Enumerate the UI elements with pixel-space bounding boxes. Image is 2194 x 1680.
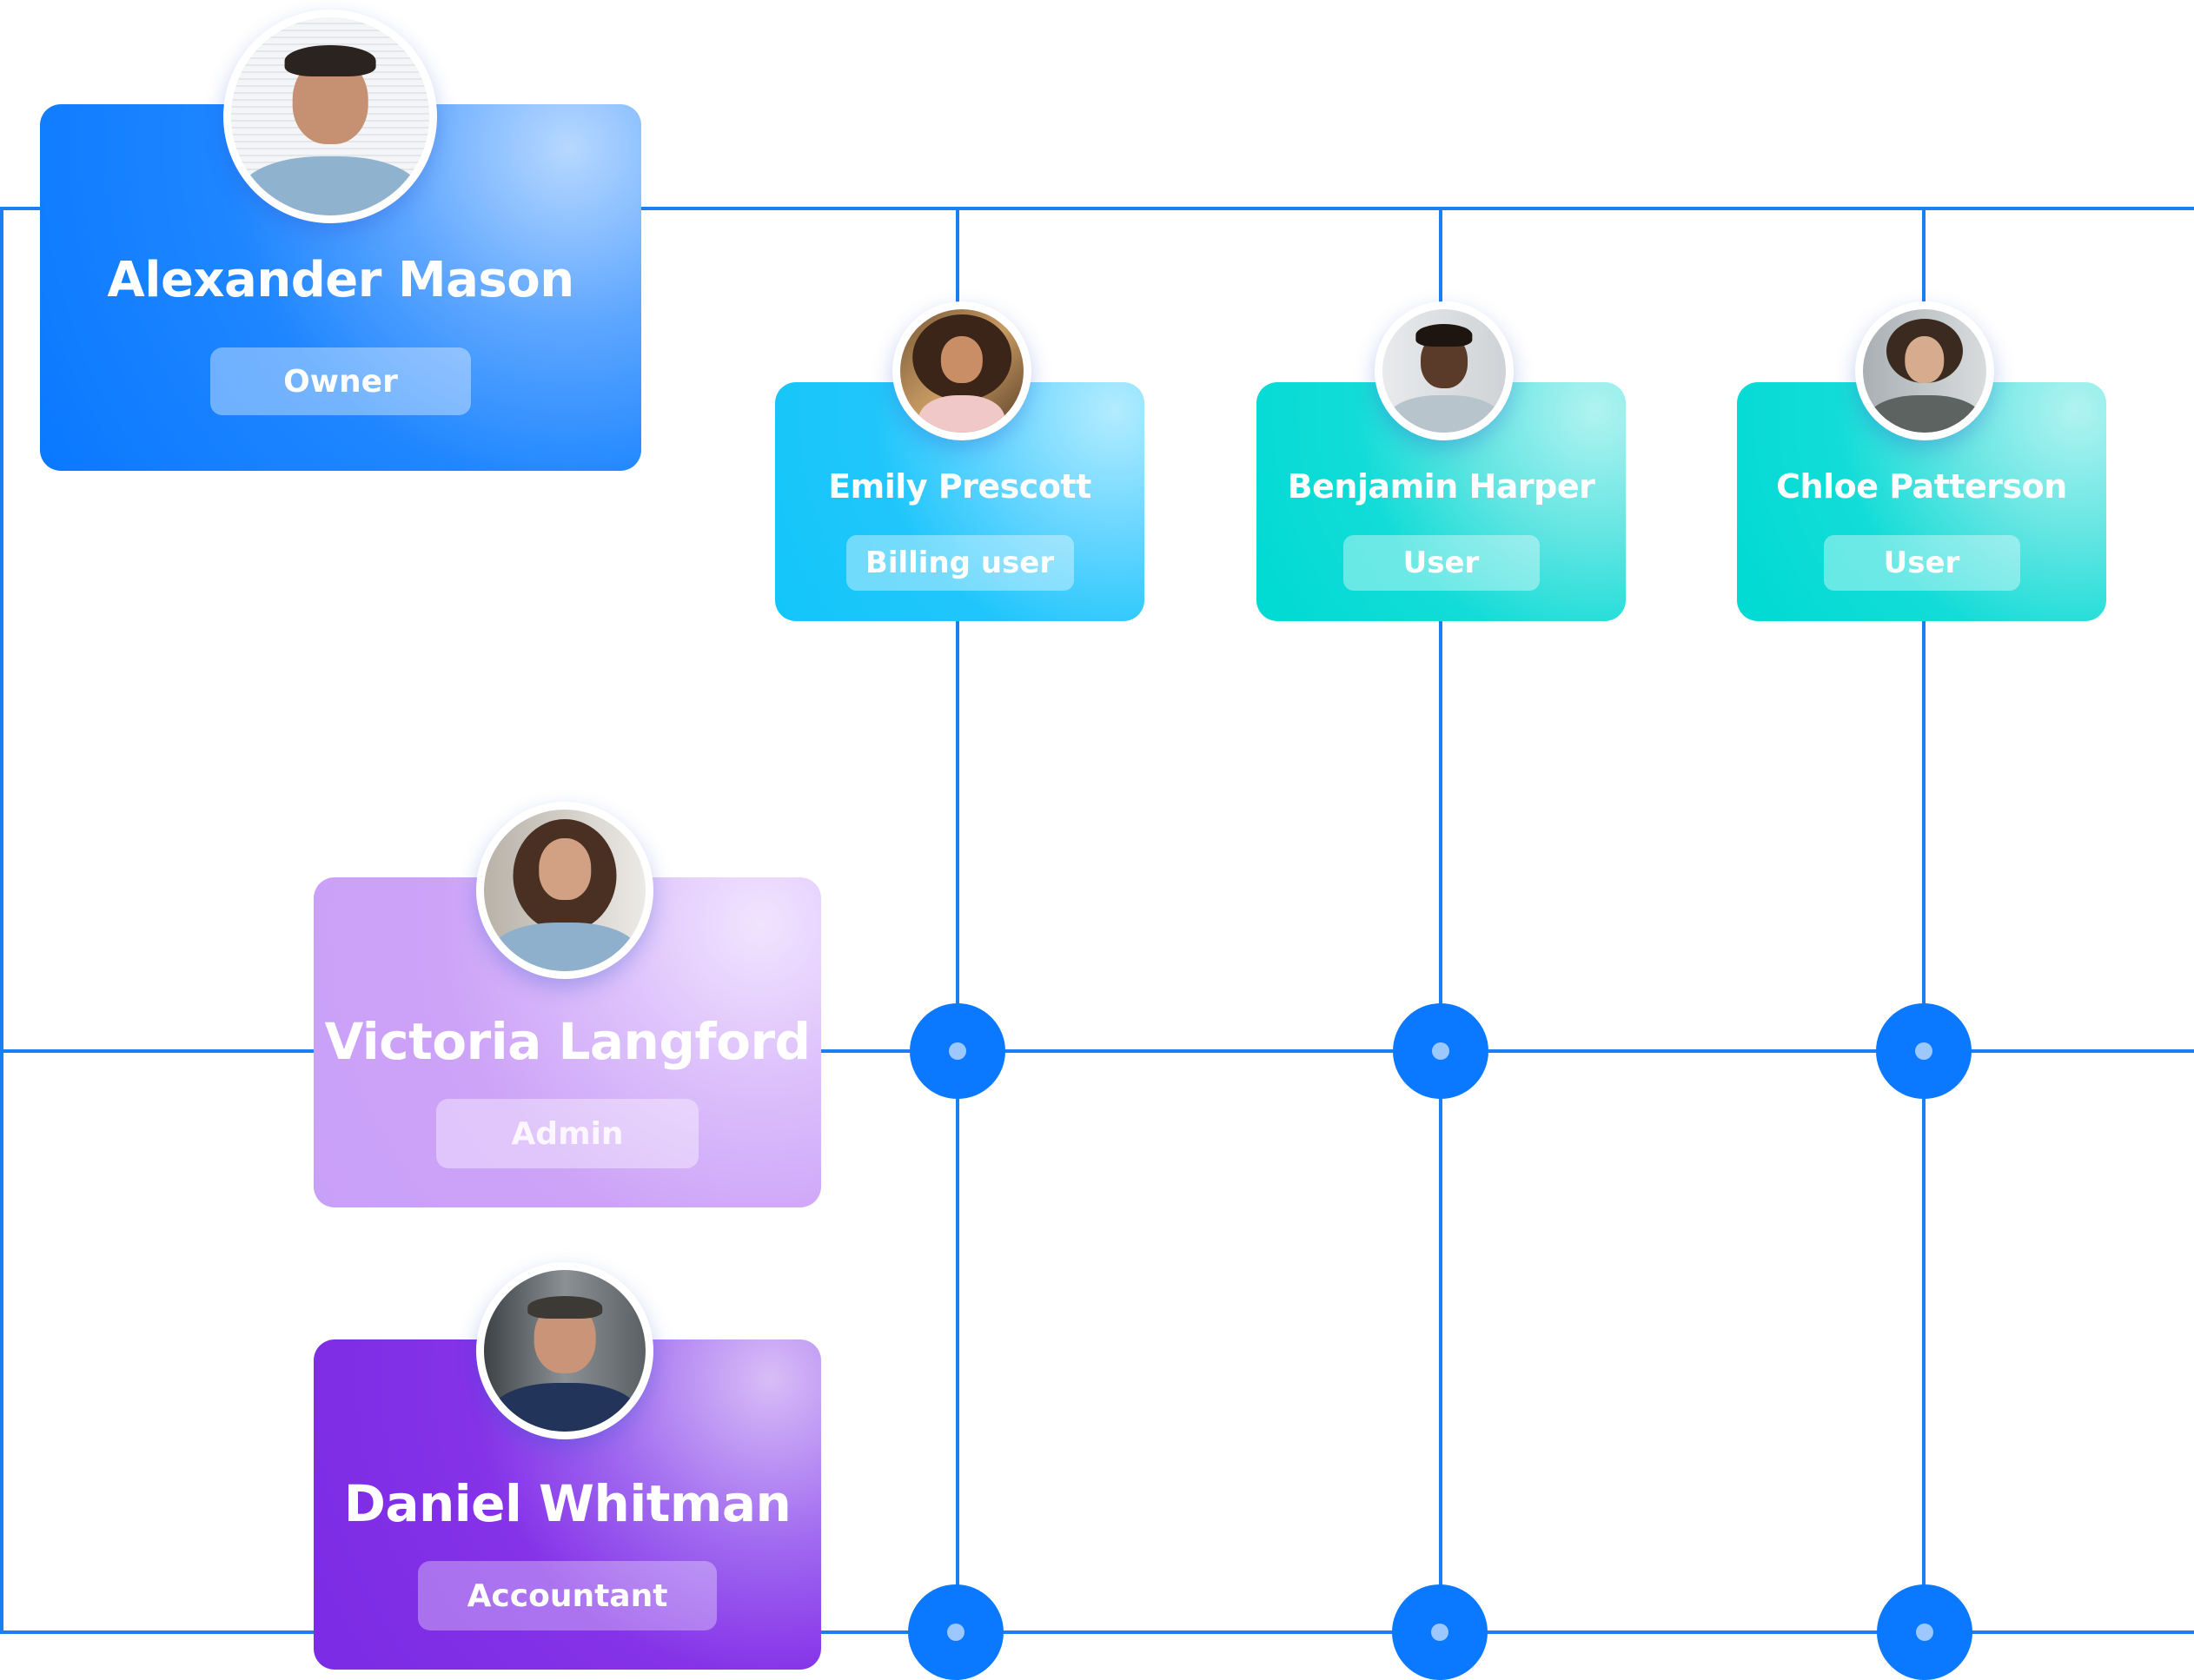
connector-column-billing [956, 207, 959, 1680]
role-badge: User [1823, 535, 2020, 591]
node-dot [949, 1042, 966, 1060]
member-name: Emily Prescott [828, 467, 1091, 506]
connector-column-user1 [1439, 207, 1442, 1680]
member-name: Victoria Langford [324, 1012, 811, 1071]
node-dot [1916, 1624, 1933, 1641]
connector-column-user2 [1922, 207, 1926, 1680]
node-dot [1432, 1042, 1449, 1060]
role-badge: Billing user [845, 535, 1074, 591]
junction-node-admin-user1[interactable] [1393, 1003, 1488, 1099]
role-badge: Owner [210, 347, 471, 415]
member-name: Benjamin Harper [1287, 467, 1595, 506]
role-badge: Admin [436, 1099, 699, 1168]
node-dot [1431, 1624, 1448, 1641]
connector-middle [0, 1049, 2194, 1053]
connector-left [0, 207, 3, 1634]
node-dot [1915, 1042, 1932, 1060]
role-badge: Accountant [418, 1561, 717, 1630]
connector-bottom [0, 1630, 2194, 1634]
node-dot [947, 1624, 964, 1641]
junction-node-accountant-user1[interactable] [1392, 1584, 1488, 1680]
avatar-accountant [476, 1262, 653, 1439]
avatar-user-benjamin [1375, 301, 1514, 440]
avatar-admin [476, 802, 653, 979]
avatar-billing-user [892, 301, 1031, 440]
member-name: Daniel Whitman [343, 1474, 792, 1533]
member-name: Alexander Mason [107, 252, 574, 308]
junction-node-admin-user2[interactable] [1876, 1003, 1972, 1099]
member-name: Chloe Patterson [1776, 467, 2067, 506]
connector-top [0, 207, 2194, 210]
avatar-owner [223, 10, 437, 223]
junction-node-admin-billing[interactable] [910, 1003, 1005, 1099]
role-badge: User [1342, 535, 1540, 591]
junction-node-accountant-user2[interactable] [1877, 1584, 1972, 1680]
member-card-billing-user[interactable]: Emily Prescott Billing user [775, 382, 1144, 621]
avatar-user-chloe [1855, 301, 1994, 440]
junction-node-accountant-billing[interactable] [908, 1584, 1004, 1680]
